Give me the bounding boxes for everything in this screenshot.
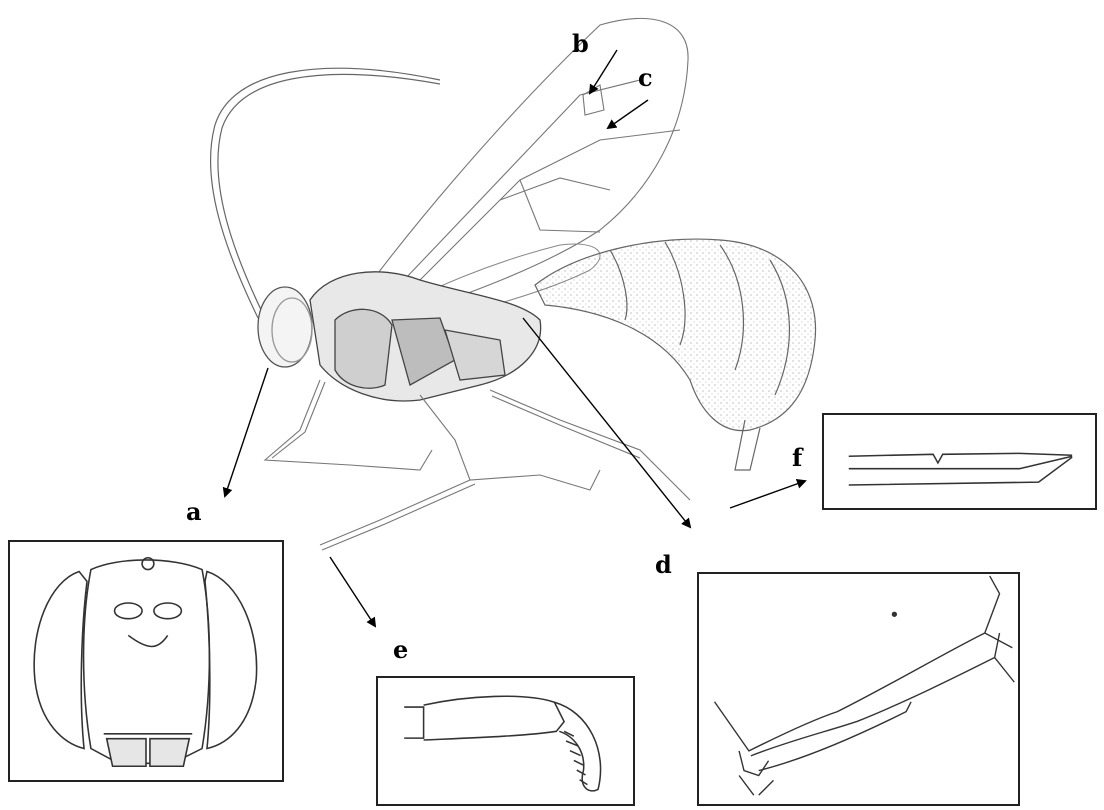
label-f: f xyxy=(792,446,802,470)
inset-f-ovipositor xyxy=(822,413,1097,510)
label-c: c xyxy=(638,66,653,90)
abdomen xyxy=(535,239,816,470)
label-a: a xyxy=(186,500,202,524)
label-b: b xyxy=(572,32,589,56)
inset-d-propodeum xyxy=(697,572,1020,806)
label-e: e xyxy=(393,638,408,662)
inset-e-tarsal-claw xyxy=(376,676,635,806)
arrow-f xyxy=(730,481,805,508)
inset-a-head-front xyxy=(8,540,284,782)
legs xyxy=(265,380,690,550)
thorax xyxy=(310,272,541,401)
head xyxy=(258,287,312,367)
label-d: d xyxy=(655,553,672,577)
arrow-e xyxy=(330,557,375,626)
arrow-a xyxy=(225,368,268,496)
arrow-c xyxy=(608,100,648,128)
